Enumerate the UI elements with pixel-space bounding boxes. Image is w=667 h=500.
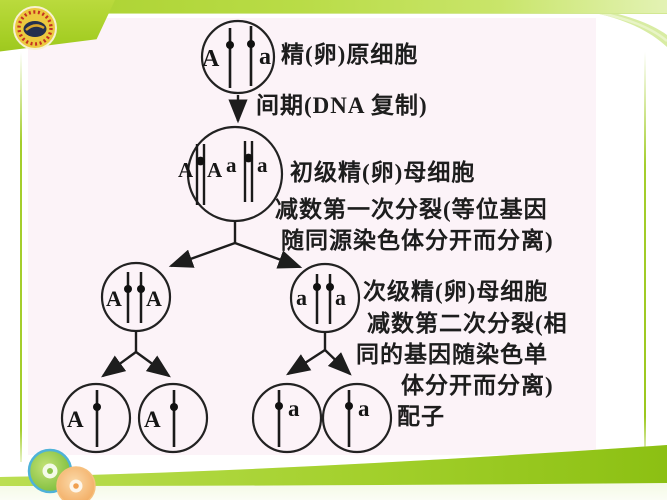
school-seal-icon xyxy=(13,6,57,50)
right-border-line xyxy=(644,52,646,457)
top-green-band xyxy=(0,0,667,14)
cd-discs-icon xyxy=(27,448,96,500)
school-logo xyxy=(12,5,58,51)
left-border-line xyxy=(20,52,22,462)
slide-content-area xyxy=(28,18,596,455)
bottom-decoration xyxy=(0,445,667,500)
bottom-swoosh-band xyxy=(0,445,667,486)
